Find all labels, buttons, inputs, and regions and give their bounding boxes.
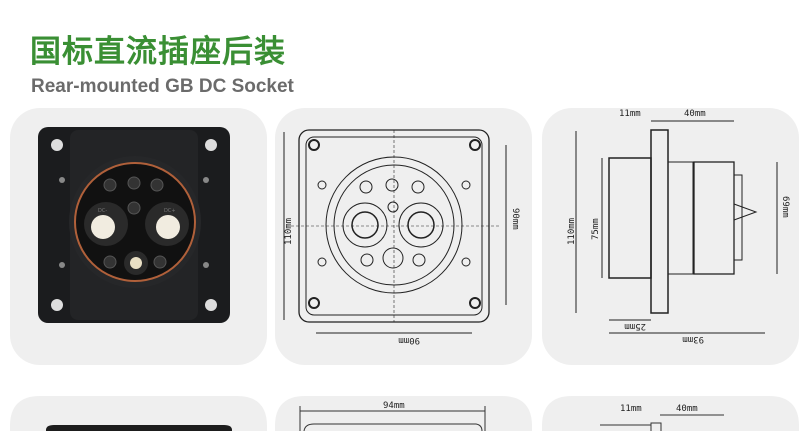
page-title-chinese: 国标直流插座后装	[30, 34, 286, 70]
side-view-drawing	[575, 120, 778, 334]
panel-front-drawing	[275, 108, 532, 365]
dim-side-height: 110mm	[567, 218, 577, 245]
dc-minus-label: DC-	[98, 208, 107, 214]
dim-row2-width: 94mm	[383, 401, 405, 411]
dim-front-inner: 90mm	[510, 208, 520, 230]
dim-row2-flange: 11mm	[620, 404, 642, 414]
dim-side-rear: 40mm	[684, 109, 706, 119]
dim-side-rear-height: 69mm	[780, 196, 790, 218]
dim-side-flange: 11mm	[619, 109, 641, 119]
page-subtitle-english: Rear-mounted GB DC Socket	[31, 76, 294, 97]
dim-front-height: 110mm	[284, 218, 294, 245]
panel-photo-2	[10, 396, 267, 431]
panel-drawing-2	[275, 396, 532, 431]
panel-side-drawing	[542, 108, 799, 365]
dim-row2-rear: 40mm	[676, 404, 698, 414]
front-view-drawing	[283, 129, 507, 334]
dim-side-front-depth: 25mm	[624, 321, 646, 331]
dim-side-body: 75mm	[591, 218, 601, 240]
dim-side-total: 93mm	[682, 334, 704, 344]
socket-photo: DC- DC+	[38, 127, 230, 323]
drawing-2	[299, 406, 724, 431]
dc-plus-label: DC+	[164, 208, 176, 214]
panel-side-drawing-2	[542, 396, 799, 431]
socket-photo-2	[46, 425, 232, 431]
dim-front-width: 90mm	[398, 335, 420, 345]
